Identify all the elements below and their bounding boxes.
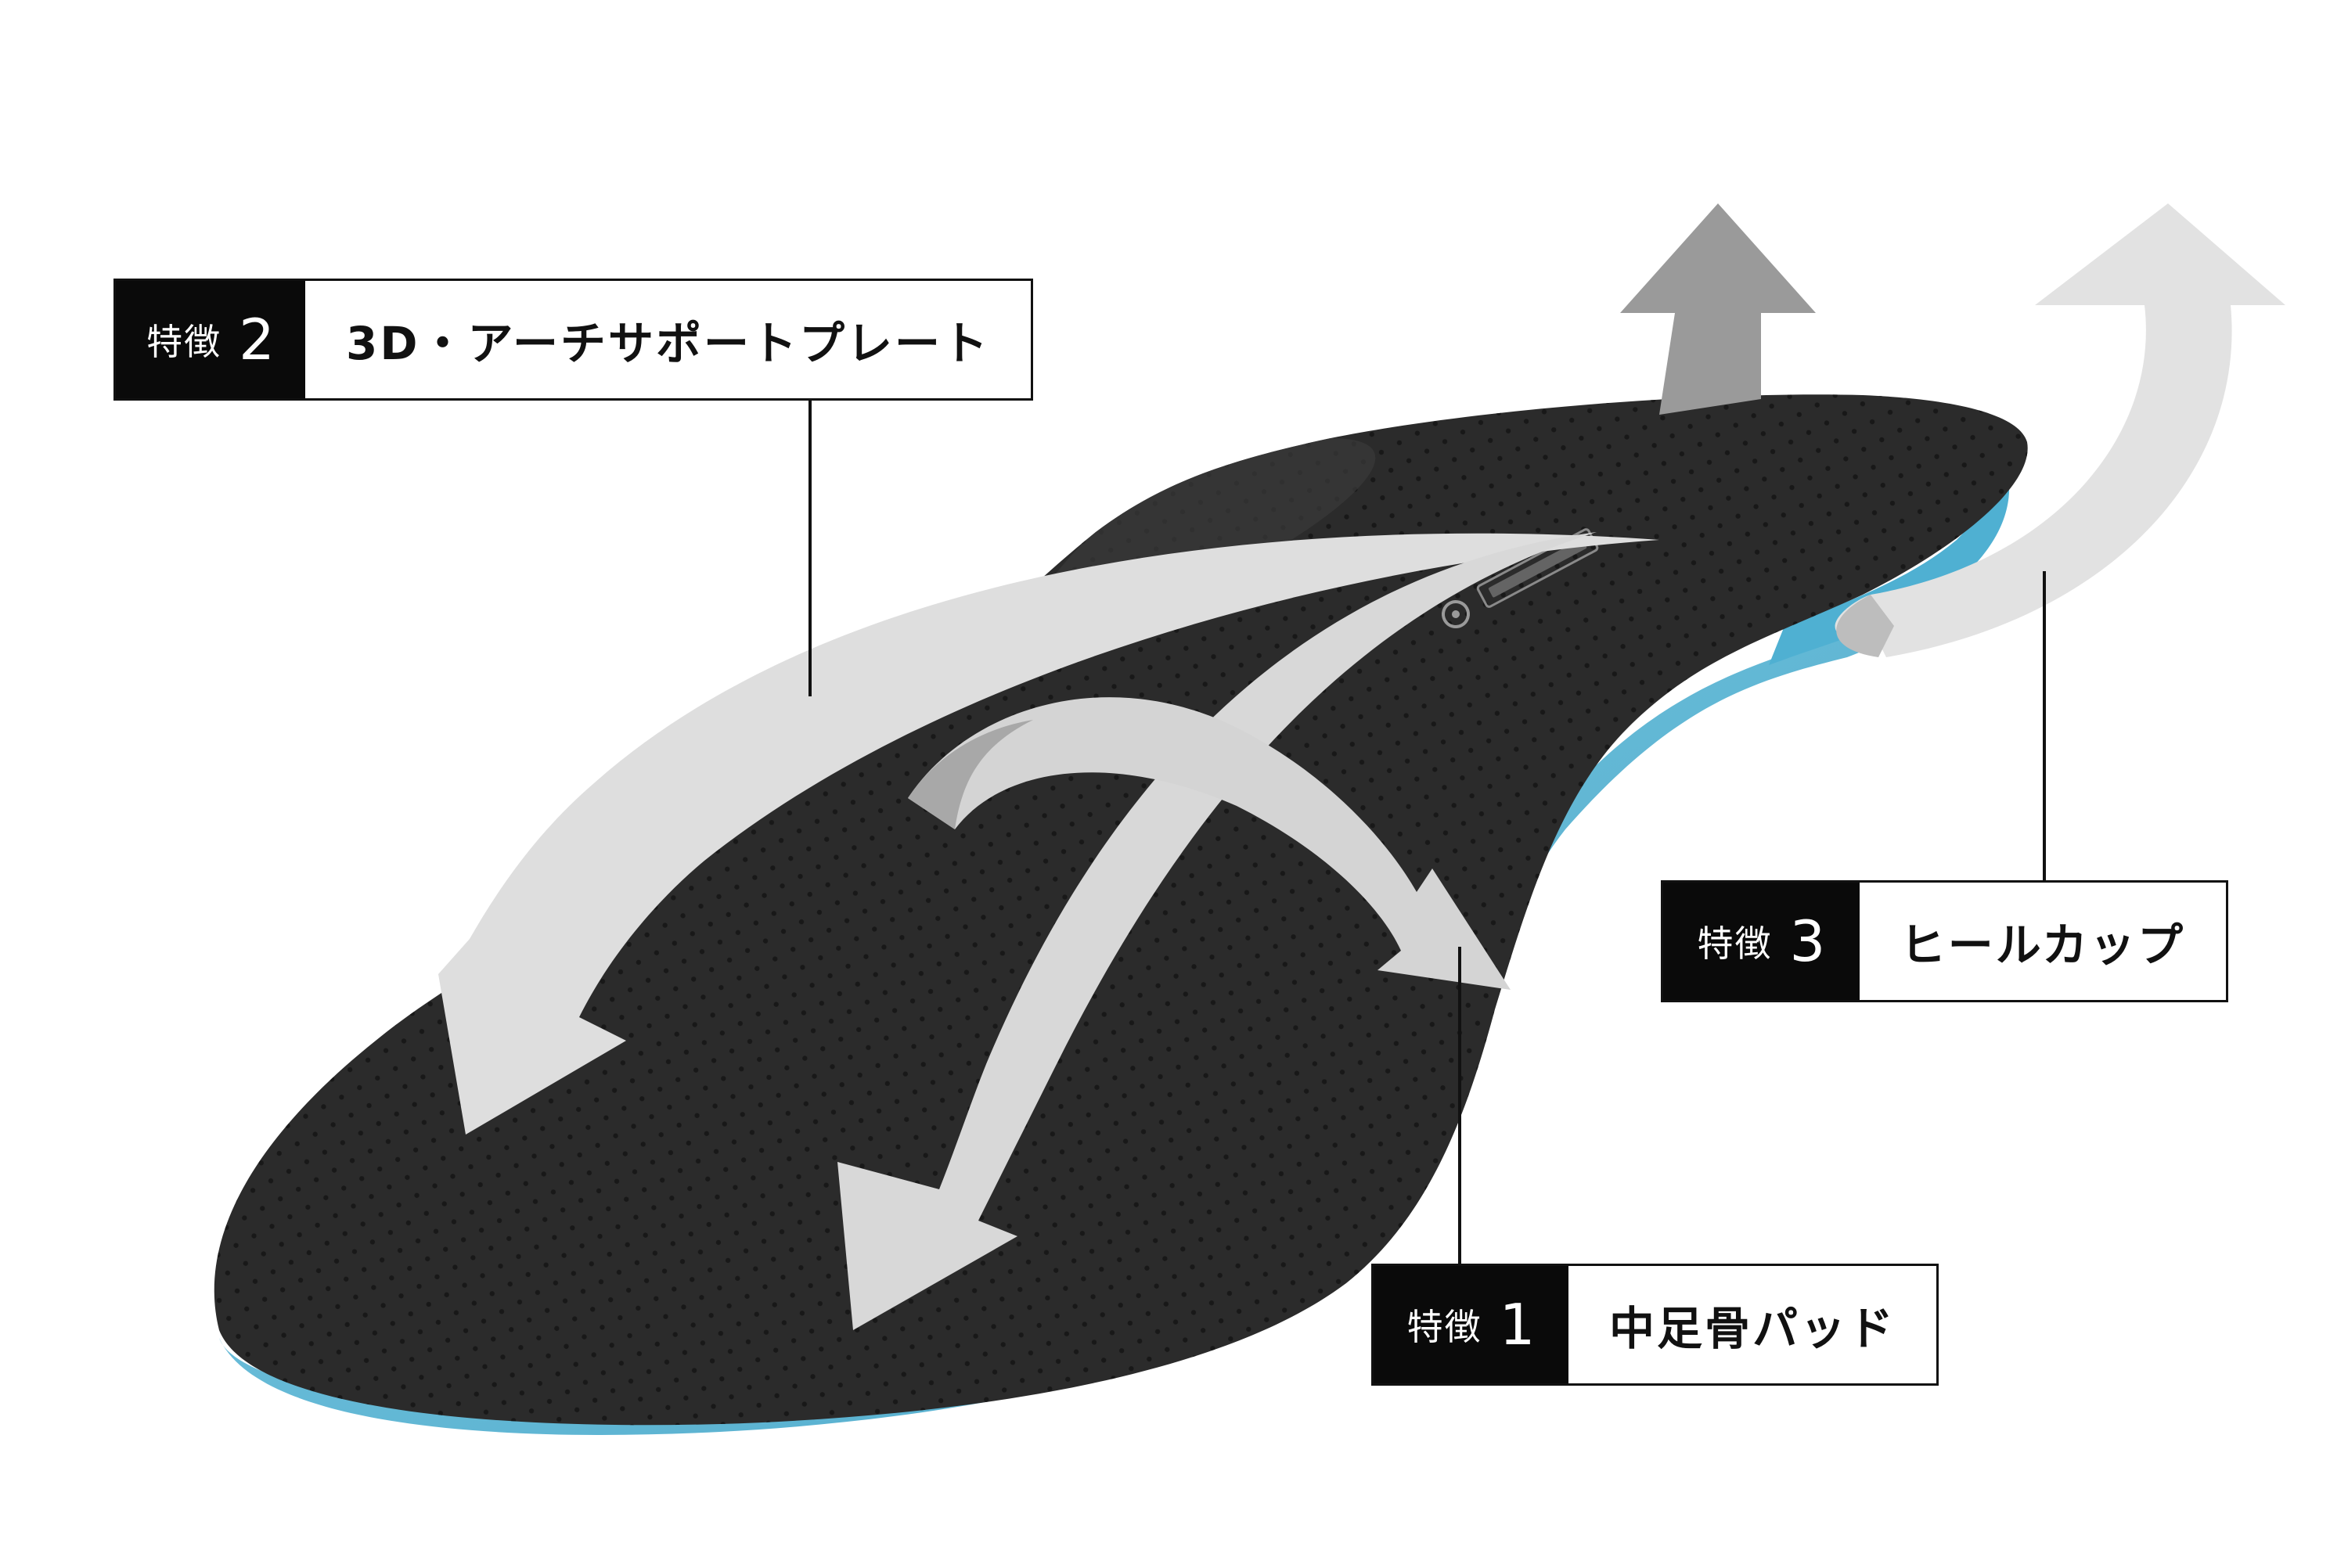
metatarsal-arrow (908, 697, 1511, 990)
feature-tag-number: 2 (239, 307, 275, 372)
arch-arrow-diagonal (837, 532, 1597, 1330)
feature-callout-metatarsal-pad: 特徴 1 中足骨パッド (1371, 1264, 1939, 1386)
heel-arrow-light-tail (1836, 595, 1894, 657)
feature-label: ヒールカップ (1900, 919, 2185, 972)
feature-tag-word: 特徴 (1406, 1306, 1482, 1348)
feature-tag-number: 3 (1789, 908, 1826, 974)
feature-tag-word: 特徴 (1697, 922, 1773, 965)
arch-arrow-long (438, 533, 1659, 1135)
feature-label: 3D・アーチサポートプレート (345, 317, 990, 370)
feature-tag-number: 1 (1499, 1292, 1536, 1358)
feature-tag-word: 特徴 (146, 321, 222, 363)
feature-callout-arch-support: 特徴 2 3D・アーチサポートプレート (113, 279, 1033, 401)
heel-arrow-dark (1620, 203, 1816, 415)
feature-label: 中足骨パッド (1608, 1302, 1896, 1355)
feature-callout-heel-cup: 特徴 3 ヒールカップ (1661, 880, 2228, 1002)
heel-arrow-light (1835, 203, 2285, 657)
feature-tag: 特徴 1 (1374, 1266, 1568, 1383)
insole-heel-side (1769, 454, 2010, 665)
feature-tag: 特徴 3 (1663, 883, 1860, 1000)
feature-tag: 特徴 2 (116, 281, 305, 398)
metatarsal-arrow-shadow (908, 720, 1033, 829)
